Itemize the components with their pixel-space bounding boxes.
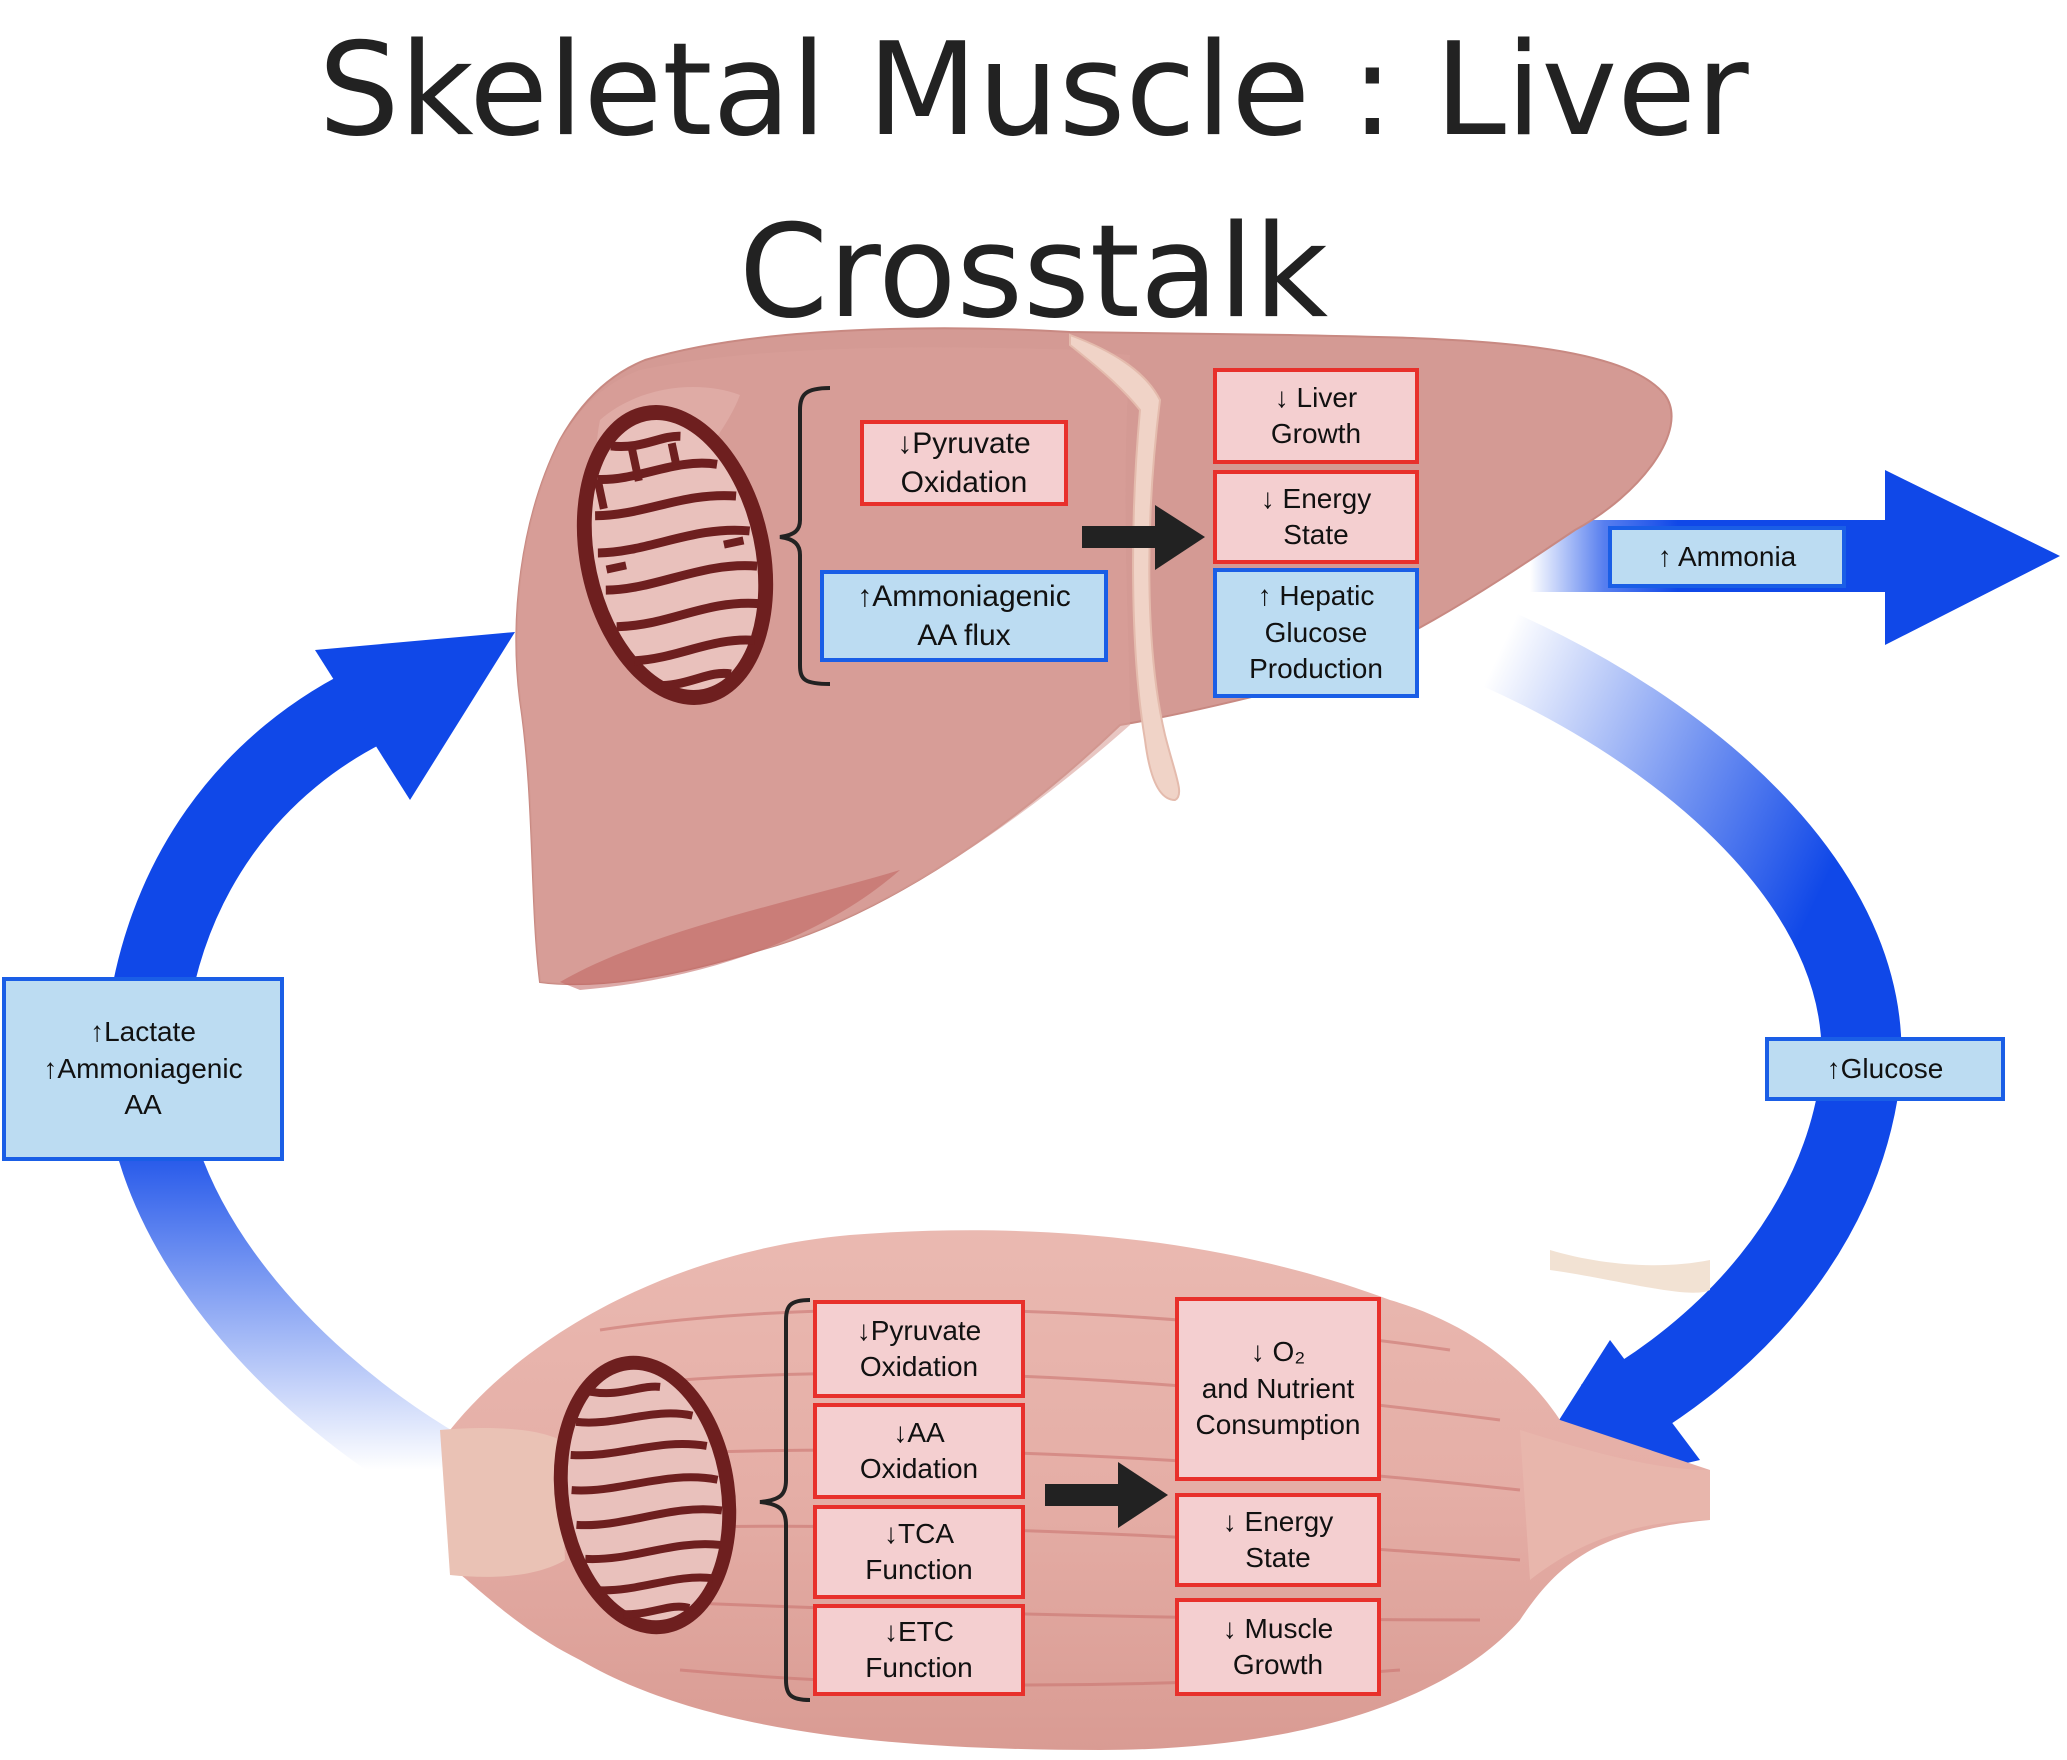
liver-growth-line-2: Growth — [1270, 418, 1362, 449]
muscle-o2-line-1: ↓ O₂ — [1250, 1336, 1306, 1368]
muscle-etc-function-box: ↓ETC Function — [813, 1604, 1025, 1696]
muscle-growth-line-2: Growth — [1232, 1649, 1324, 1680]
muscle-energy-line-1: ↓ Energy — [1222, 1505, 1334, 1537]
muscle-aa-oxidation-box: ↓AA Oxidation — [813, 1403, 1025, 1499]
muscle-aa-line-2: Oxidation — [859, 1453, 979, 1484]
liver-energy-state-box: ↓ Energy State — [1213, 470, 1419, 564]
liver-glucose-production-box: ↑ Hepatic Glucose Production — [1213, 568, 1419, 698]
liver-ammoniagenic-line-1: ↑Ammoniagenic — [857, 580, 1071, 613]
liver-glucose-line-2: Glucose — [1264, 616, 1368, 648]
muscle-growth-line-1: ↓ Muscle — [1222, 1612, 1334, 1644]
muscle-o2-line-3: Consumption — [1195, 1409, 1361, 1441]
muscle-tca-line-1: ↓TCA — [884, 1517, 954, 1549]
muscle-pyruvate-line-2: Oxidation — [859, 1351, 979, 1382]
lactate-line-2: ↑Ammoniagenic — [43, 1052, 243, 1084]
glucose-label: ↑Glucose — [1765, 1037, 2005, 1101]
title-line-2: Crosstalk — [738, 198, 1329, 347]
liver-mitochondrion-icon — [576, 405, 774, 705]
liver-energy-line-2: State — [1283, 519, 1349, 550]
muscle-energy-state-box: ↓ Energy State — [1175, 1493, 1381, 1587]
muscle-tca-function-box: ↓TCA Function — [813, 1505, 1025, 1599]
lactate-line-3: AA — [124, 1089, 162, 1121]
liver-ammoniagenic-flux-box: ↑Ammoniagenic AA flux — [820, 570, 1108, 662]
muscle-pyruvate-oxidation-box: ↓Pyruvate Oxidation — [813, 1300, 1025, 1398]
muscle-growth-box: ↓ Muscle Growth — [1175, 1598, 1381, 1696]
muscle-o2-line-2: and Nutrient — [1201, 1372, 1355, 1404]
muscle-effect-arrow — [1045, 1462, 1168, 1528]
diagram-title: Skeletal Muscle : Liver Crosstalk — [0, 0, 2067, 364]
liver-growth-line-1: ↓ Liver — [1274, 381, 1358, 413]
muscle-pyruvate-line-1: ↓Pyruvate — [856, 1314, 982, 1346]
liver-growth-box: ↓ Liver Growth — [1213, 368, 1419, 464]
lactate-label: ↑Lactate ↑Ammoniagenic AA — [2, 977, 284, 1161]
ammonia-label: ↑ Ammonia — [1608, 526, 1846, 588]
glucose-label-text: ↑Glucose — [1826, 1052, 1944, 1084]
muscle-energy-line-2: State — [1245, 1542, 1311, 1573]
muscle-brace — [759, 1298, 811, 1702]
liver-pyruvate-line-2: Oxidation — [900, 466, 1028, 499]
muscle-etc-line-2: Function — [865, 1652, 973, 1683]
liver-effect-arrow — [1082, 505, 1205, 570]
liver-ammoniagenic-line-2: AA flux — [917, 619, 1011, 652]
liver-energy-line-1: ↓ Energy — [1260, 482, 1372, 514]
liver-glucose-line-1: ↑ Hepatic — [1257, 580, 1375, 612]
liver-glucose-line-3: Production — [1249, 653, 1383, 685]
title-line-1: Skeletal Muscle : Liver — [318, 16, 1749, 165]
muscle-mitochondrion-icon — [553, 1355, 737, 1635]
liver-pyruvate-line-1: ↓Pyruvate — [897, 427, 1031, 460]
muscle-o2-consumption-box: ↓ O₂ and Nutrient Consumption — [1175, 1297, 1381, 1481]
ammonia-label-text: ↑ Ammonia — [1657, 540, 1797, 572]
liver-brace — [779, 386, 831, 686]
muscle-tca-line-2: Function — [865, 1554, 973, 1585]
liver-pyruvate-oxidation-box: ↓Pyruvate Oxidation — [860, 420, 1068, 506]
muscle-aa-line-1: ↓AA — [893, 1416, 945, 1448]
muscle-etc-line-1: ↓ETC — [884, 1615, 954, 1647]
lactate-line-1: ↑Lactate — [90, 1016, 196, 1048]
